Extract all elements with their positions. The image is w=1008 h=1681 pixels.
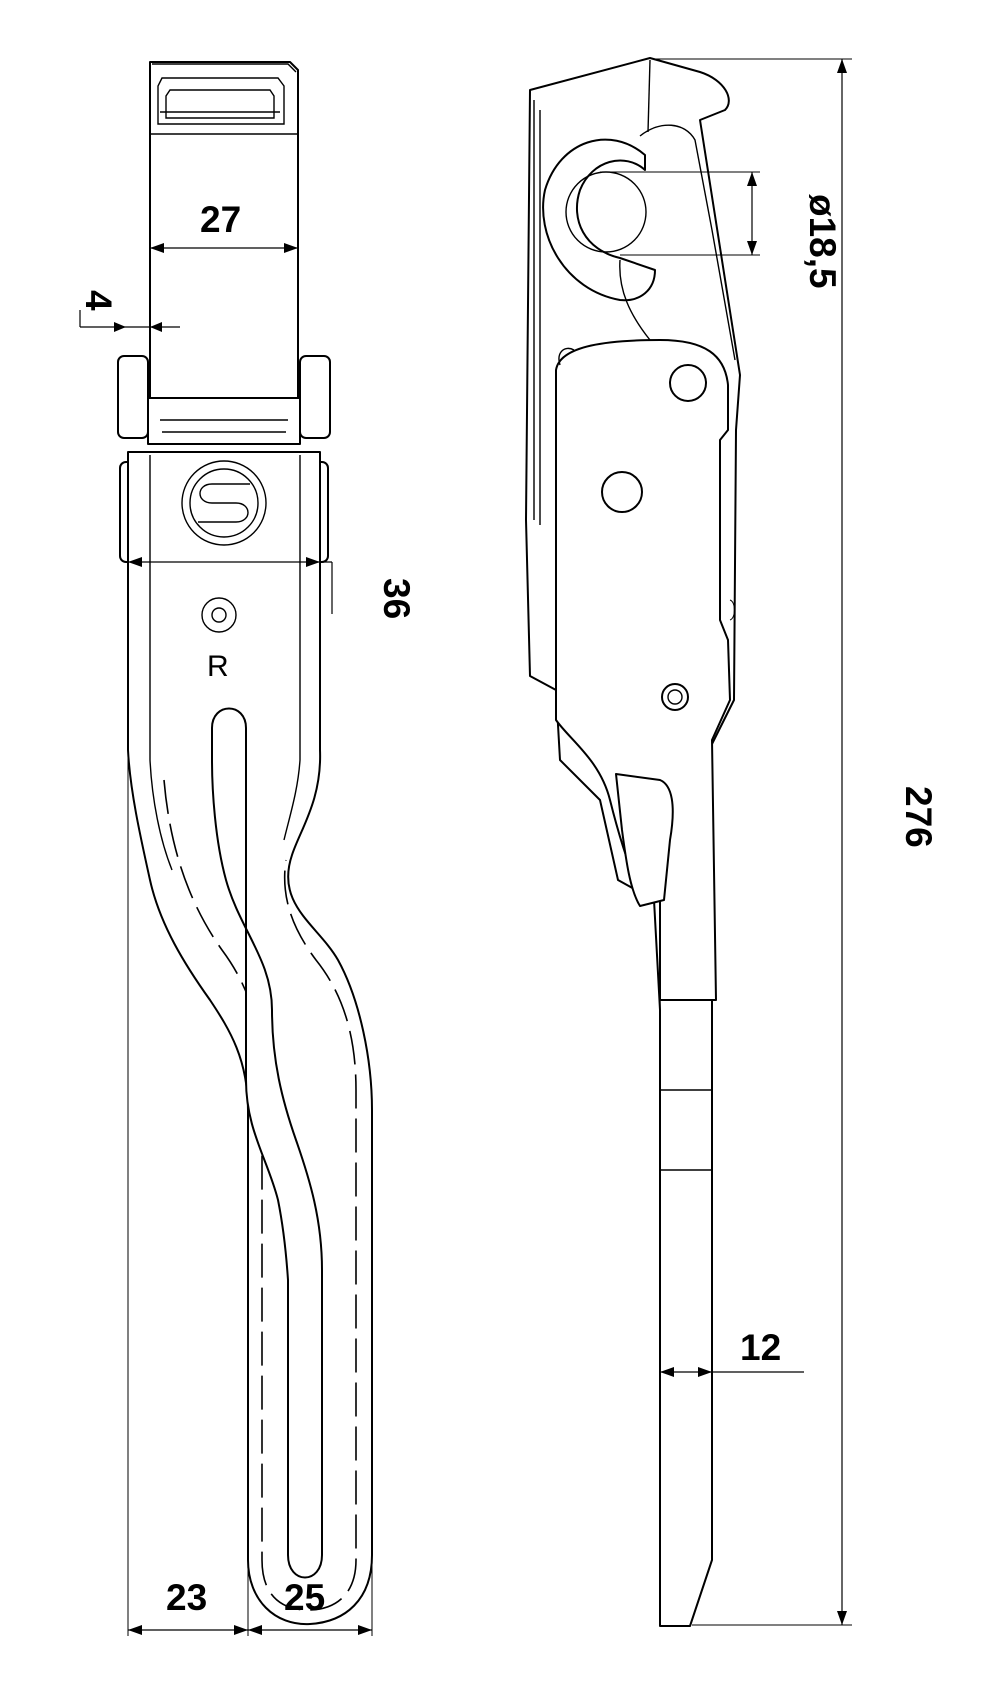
adjuster-pin [661, 683, 689, 711]
side-mark: R [207, 650, 229, 683]
logo-badge [181, 460, 267, 546]
pivot-pin [669, 364, 707, 402]
dimension-body-width: 36 [128, 557, 417, 619]
front-view: R 27 4 36 [78, 61, 417, 1636]
svg-text:ø18,5: ø18,5 [802, 194, 843, 289]
svg-text:27: 27 [200, 199, 241, 240]
dimension-23: 23 [166, 1577, 207, 1618]
lever-front: R [127, 451, 373, 1626]
dimension-bore: ø18,5 [600, 171, 843, 289]
dimension-25: 25 [284, 1577, 325, 1618]
svg-text:276: 276 [898, 786, 939, 848]
lever-side [525, 57, 741, 1627]
side-view: ø18,5 276 12 [525, 57, 939, 1627]
rivet [601, 471, 643, 513]
dimension-offset: 4 [78, 290, 180, 332]
svg-text:36: 36 [376, 578, 417, 619]
dimension-total-length: 276 [652, 58, 939, 1626]
svg-text:4: 4 [78, 290, 119, 311]
dimension-mount-width: 27 [150, 199, 298, 253]
adjuster-screw [201, 597, 237, 633]
svg-text:12: 12 [740, 1327, 781, 1368]
dimension-blade-thickness: 12 [660, 1327, 804, 1377]
dimension-lower-widths: 23 25 [127, 750, 373, 1636]
